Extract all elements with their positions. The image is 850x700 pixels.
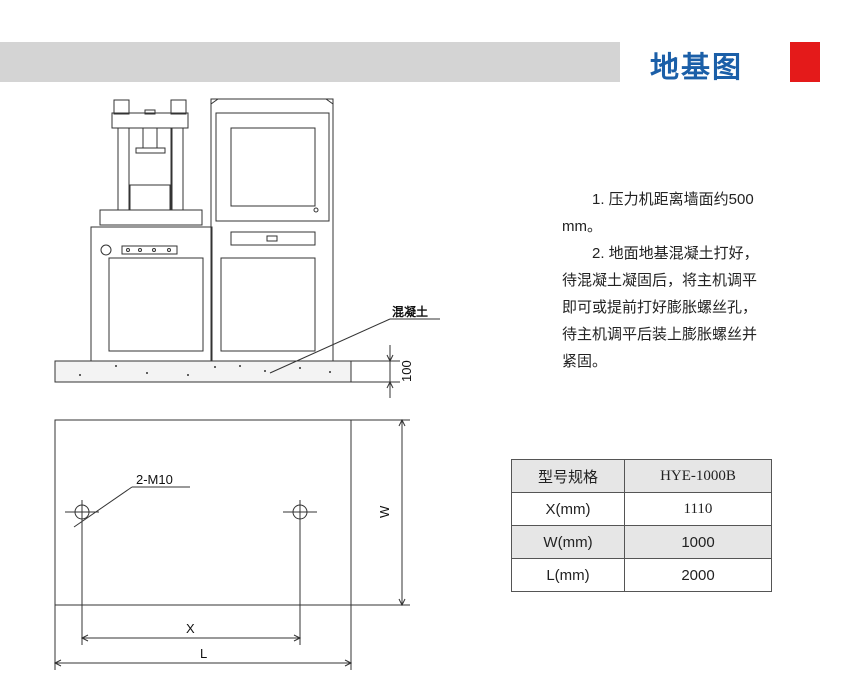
table-cell: L(mm) — [511, 558, 625, 592]
header-cell: HYE-1000B — [624, 459, 772, 493]
page-title: 地基图 — [650, 52, 744, 84]
table-row: X(mm) 1110 — [511, 492, 772, 526]
table-row: W(mm) 1000 — [511, 525, 772, 559]
header-cell: 型号规格 — [511, 459, 625, 493]
table-cell: 2000 — [624, 558, 772, 592]
note-item: 2. 地面地基混凝土打好，待混凝土凝固后，将主机调平即可或提前打好膨胀螺丝孔，待… — [562, 245, 759, 370]
spec-table: 型号规格 HYE-1000B X(mm) 1110 W(mm) 1000 L(m… — [511, 459, 772, 592]
table-cell: W(mm) — [511, 525, 625, 559]
thickness-label: 100 — [399, 360, 414, 382]
header-band — [0, 42, 620, 82]
concrete-label: 混凝土 — [392, 304, 428, 319]
x-dimension-label: X — [186, 621, 195, 636]
accent-block — [790, 42, 820, 82]
table-row: L(mm) 2000 — [511, 558, 772, 592]
table-cell: X(mm) — [511, 492, 625, 526]
w-dimension-label: W — [377, 505, 392, 518]
l-dimension-label: L — [200, 646, 207, 661]
installation-notes: 1. 压力机距离墙面约500 mm。 2. 地面地基混凝土打好，待混凝土凝固后，… — [562, 186, 762, 375]
bolt-label: 2-M10 — [136, 472, 173, 487]
table-cell: 1000 — [624, 525, 772, 559]
table-cell: 1110 — [624, 492, 772, 526]
foundation-plan-view — [53, 418, 410, 670]
table-header-row: 型号规格 HYE-1000B — [511, 459, 772, 493]
machine-front-view — [54, 98, 440, 398]
note-item: 1. 压力机距离墙面约500 mm。 — [562, 191, 754, 235]
